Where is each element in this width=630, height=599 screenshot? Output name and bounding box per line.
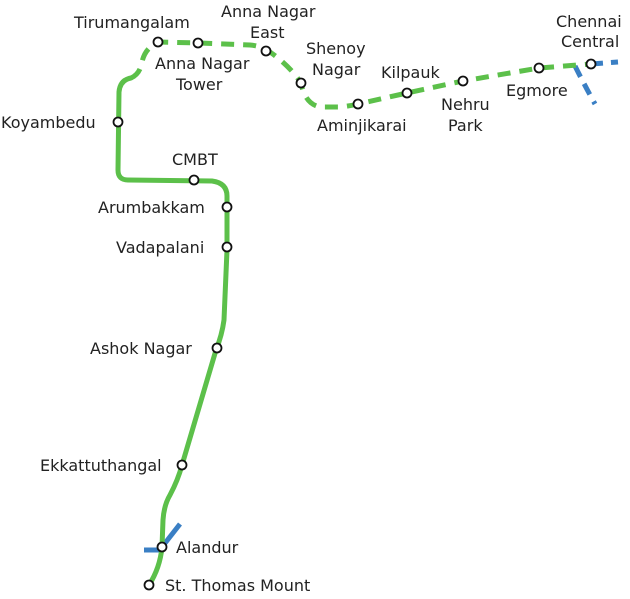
- station-koyambedu[interactable]: [112, 116, 124, 128]
- label-cmbt: CMBT: [172, 150, 218, 169]
- label-anna-nagar-east-2: East: [250, 23, 285, 42]
- label-anna-nagar-tower: Anna Nagar: [155, 54, 250, 73]
- label-egmore: Egmore: [506, 81, 568, 100]
- label-alandur: Alandur: [176, 538, 239, 557]
- label-anna-nagar-tower-2: Tower: [175, 75, 223, 94]
- station-anna-nagar-tower[interactable]: [192, 37, 204, 49]
- station-egmore[interactable]: [533, 62, 545, 74]
- station-kilpauk[interactable]: [401, 87, 413, 99]
- station-st-thomas-mount[interactable]: [143, 579, 155, 591]
- blue-line-central-south: [572, 64, 598, 106]
- station-shenoy-nagar[interactable]: [295, 77, 307, 89]
- label-vadapalani: Vadapalani: [116, 238, 204, 257]
- label-arumbakkam: Arumbakkam: [98, 198, 205, 217]
- green-line-elevated: [115, 75, 230, 588]
- label-shenoy-nagar: Shenoy: [306, 39, 366, 58]
- station-ashok-nagar[interactable]: [211, 342, 223, 354]
- label-shenoy-nagar-2: Nagar: [312, 60, 361, 79]
- station-alandur[interactable]: [156, 541, 168, 553]
- station-ekkattuthangal[interactable]: [176, 459, 188, 471]
- station-labels: Tirumangalam Anna Nagar Tower Anna Nagar…: [1, 2, 622, 595]
- station-anna-nagar-east[interactable]: [260, 45, 272, 57]
- label-anna-nagar-east: Anna Nagar: [221, 2, 316, 21]
- label-chennai-central-2: Central: [561, 32, 619, 51]
- label-kilpauk: Kilpauk: [381, 63, 440, 82]
- station-vadapalani[interactable]: [221, 241, 233, 253]
- label-nehru-park: Nehru: [441, 95, 490, 114]
- blue-line: [144, 59, 619, 553]
- station-cmbt[interactable]: [188, 174, 200, 186]
- green-line-underground: [129, 39, 592, 110]
- label-ashok-nagar: Ashok Nagar: [90, 339, 192, 358]
- station-chennai-central[interactable]: [585, 58, 597, 70]
- label-nehru-park-2: Park: [448, 116, 483, 135]
- station-tirumangalam[interactable]: [152, 36, 164, 48]
- label-aminjikarai: Aminjikarai: [317, 116, 407, 135]
- stations: [112, 36, 597, 591]
- station-aminjikarai[interactable]: [352, 98, 364, 110]
- label-tirumangalam: Tirumangalam: [73, 13, 190, 32]
- station-arumbakkam[interactable]: [221, 201, 233, 213]
- label-koyambedu: Koyambedu: [1, 113, 96, 132]
- station-nehru-park[interactable]: [457, 75, 469, 87]
- label-ekkattuthangal: Ekkattuthangal: [40, 456, 162, 475]
- label-st-thomas-mount: St. Thomas Mount: [165, 576, 310, 595]
- label-chennai-central: Chennai: [556, 12, 622, 31]
